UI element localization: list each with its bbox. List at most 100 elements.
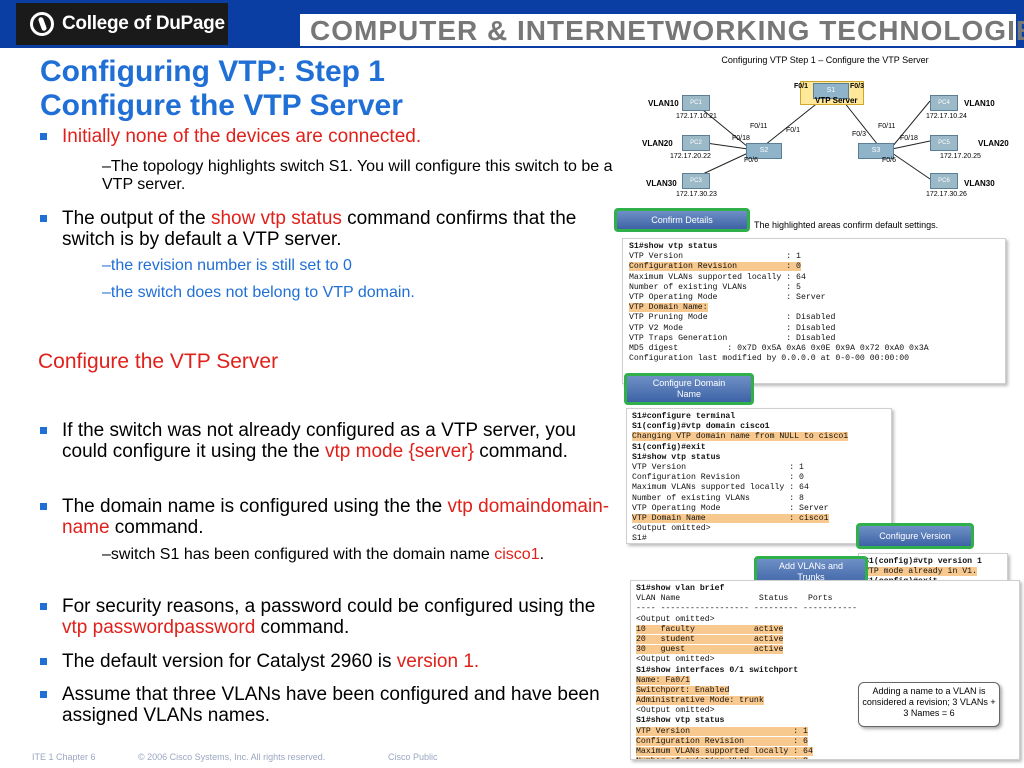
vlan20-right-label: VLAN20 <box>978 139 1009 148</box>
terminal-line: VTP Operating Mode : Server <box>632 503 829 513</box>
bullet-5-pre: For security reasons, a password could b… <box>62 596 596 617</box>
terminal-line: S1(config)#exit <box>632 442 706 452</box>
terminal-line: Number of existing VLANs : 5 <box>629 282 801 292</box>
terminal-line: 20 student active <box>636 634 784 644</box>
terminal-line: <Output omitted> <box>632 524 711 534</box>
link-s1-s3 <box>839 96 879 146</box>
bullet-2-post: command confirms that the switch is by d… <box>62 208 577 250</box>
bullet-2-sub-1: –the revision number is still set to 0 <box>102 257 352 274</box>
s3-port-f03: F0/3 <box>852 131 867 138</box>
revision-callout: Adding a name to a VLAN is considered a … <box>858 682 1000 727</box>
bullet-4-sub-pre: –switch S1 has been configured with the … <box>102 546 495 563</box>
terminal-line: VTP Domain Name: <box>629 303 708 313</box>
bullet-5-command: vtp passwordpassword <box>62 617 256 638</box>
terminal-line: Configuration Revision : 0 <box>632 473 804 483</box>
bullet-3-pre: If the switch was not already configured… <box>62 420 576 462</box>
footer-classification: Cisco Public <box>388 752 438 762</box>
confirm-details-note: The highlighted areas confirm default se… <box>754 220 939 230</box>
configure-version-button[interactable]: Configure Version <box>856 523 974 549</box>
slide-title-line2: Configure the VTP Server <box>40 89 403 122</box>
terminal-line: <Output omitted> <box>636 706 715 716</box>
terminal-line: 10 faculty active <box>636 624 784 634</box>
bullet-1-text: Initially none of the devices are connec… <box>62 126 422 147</box>
bullet-7: Assume that three VLANs have been config… <box>38 684 622 726</box>
bullet-5: For security reasons, a password could b… <box>38 596 622 638</box>
s1-port-f03: F0/3 <box>850 83 865 90</box>
terminal-line: Maximum VLANs supported locally : 64 <box>636 747 813 756</box>
terminal-line: Switchport: Enabled <box>636 685 730 695</box>
terminal-line: VTP Version : 1 <box>636 726 808 736</box>
vlan10-right-label: VLAN10 <box>964 99 995 108</box>
college-logo-text: College of DuPage <box>62 13 225 34</box>
bullet-2-command: show vtp status <box>210 208 342 229</box>
link-pc4-s3 <box>891 100 931 148</box>
terminal-line: <Output omitted> <box>636 614 715 624</box>
switch-s1: S1 <box>813 83 849 99</box>
pc1: PC1 <box>682 95 710 111</box>
pc6: PC6 <box>930 173 958 189</box>
bullet-4-sub-command: cisco1 <box>494 546 540 563</box>
bullet-5-post: command. <box>255 617 350 638</box>
terminal-line: S1#show vtp status <box>629 242 718 251</box>
s3-port-f06: F0/6 <box>882 157 897 164</box>
terminal-line: ---- ------------------ --------- ------… <box>636 604 858 614</box>
terminal-line: S1#configure terminal <box>632 412 736 421</box>
pc5-ip: 172.17.20.25 <box>940 153 981 160</box>
terminal-line: VTP Operating Mode : Server <box>629 292 826 302</box>
terminal-line: S1# <box>632 534 647 544</box>
vlan30-left-label: VLAN30 <box>646 179 677 188</box>
link-pc6-s3 <box>891 152 931 180</box>
pc3: PC3 <box>682 173 710 189</box>
link-s1-s2 <box>764 96 826 146</box>
pc3-ip: 172.17.30.23 <box>676 191 717 198</box>
terminal-line: Administrative Mode: trunk <box>636 696 764 706</box>
bullet-3-post: command. <box>473 441 568 462</box>
terminal-line: Number of existing VLANs : 8 <box>632 493 804 503</box>
s3-port-f011: F0/11 <box>878 123 896 130</box>
confirm-details-button[interactable]: Confirm Details <box>614 208 750 232</box>
pc4: PC4 <box>930 95 958 111</box>
bullet-6-pre: The default version for Catalyst 2960 is <box>62 651 397 672</box>
terminal-line: Maximum VLANs supported locally : 64 <box>629 272 806 282</box>
header-bar: College of DuPage COMPUTER & INTERNETWOR… <box>0 0 1024 48</box>
terminal-line: VTP mode already in V1. <box>864 567 978 577</box>
topology-caption: Configuring VTP Step 1 – Configure the V… <box>721 55 929 65</box>
college-logo: College of DuPage <box>16 3 228 45</box>
s3-port-f018: F0/18 <box>900 135 918 142</box>
add-vlans-label-line2: Trunks <box>797 572 825 582</box>
terminal-line: VTP V2 Mode : Disabled <box>629 323 836 333</box>
bullet-1: Initially none of the devices are connec… <box>38 126 622 147</box>
footer-copyright: © 2006 Cisco Systems, Inc. All rights re… <box>138 752 326 762</box>
terminal-line: S1#show vtp status <box>636 716 725 726</box>
terminal-line: S1#show vtp status <box>632 452 721 462</box>
switch-s3: S3 <box>858 143 894 159</box>
pc4-ip: 172.17.10.24 <box>926 113 967 120</box>
terminal-line: S1#show interfaces 0/1 switchport <box>636 665 799 675</box>
terminal-line: VTP Pruning Mode : Disabled <box>629 313 836 323</box>
s2-port-f01: F0/1 <box>786 127 801 134</box>
terminal-line: Number of existing VLANs : 8 <box>636 757 1014 759</box>
terminal-line: S1(config)#vtp version 1 <box>864 557 982 566</box>
bullet-4-sub-post: . <box>539 546 545 563</box>
bullet-1-sub: –The topology highlights switch S1. You … <box>102 158 613 193</box>
vlan30-right-label: VLAN30 <box>964 179 995 188</box>
terminal-line: Configuration last modified by 0.0.0.0 a… <box>629 354 910 364</box>
terminal-line: VTP Version : 1 <box>632 462 804 472</box>
bullet-6: The default version for Catalyst 2960 is… <box>38 651 622 672</box>
pc2: PC2 <box>682 135 710 151</box>
bullet-2: The output of the show vtp status comman… <box>38 208 622 250</box>
terminal-line: S1#show vlan brief <box>636 584 725 593</box>
footer-chapter: ITE 1 Chapter 6 <box>32 752 96 762</box>
terminal-line: Name: Fa0/1 <box>636 675 691 685</box>
configure-domain-label-line1: Configure Domain <box>652 378 726 388</box>
terminal-line: VTP Traps Generation : Disabled <box>629 333 836 343</box>
terminal-line: VTP Domain Name : cisco1 <box>632 513 829 523</box>
pc1-ip: 172.17.10.21 <box>676 113 717 120</box>
terminal-line: Configuration Revision : 6 <box>636 736 808 746</box>
